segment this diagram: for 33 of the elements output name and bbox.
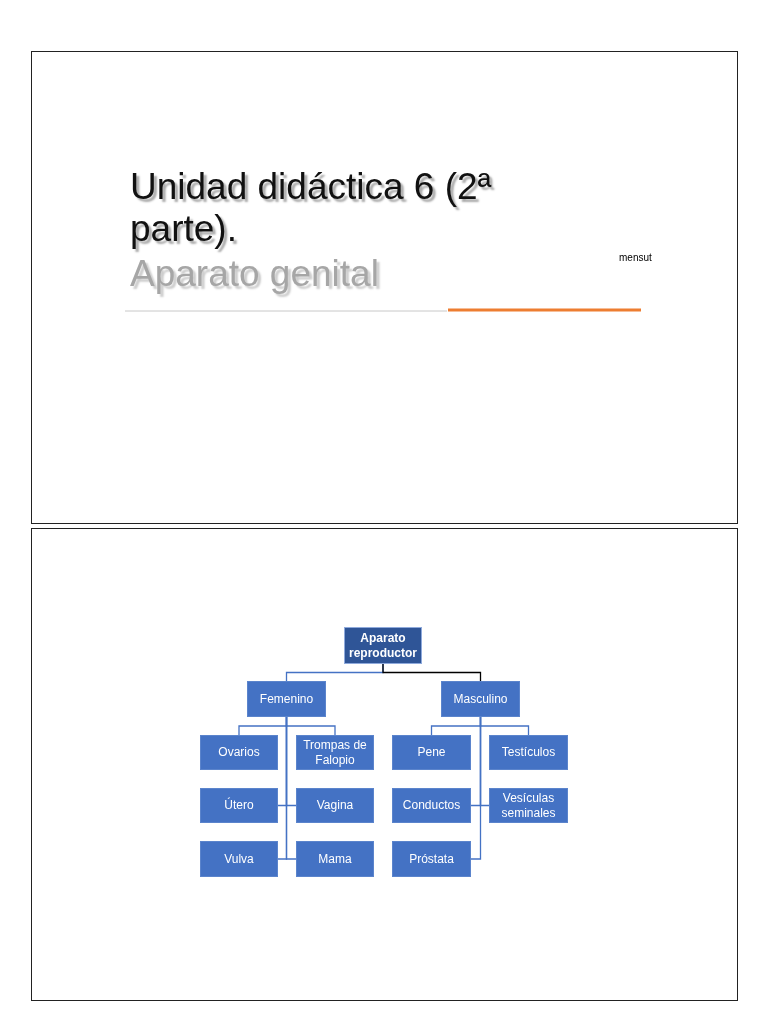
category-box (441, 681, 520, 717)
author-name: mensut (619, 252, 652, 264)
box-label: Útero (224, 798, 254, 813)
category-box (392, 735, 471, 770)
box-label: Vesículas seminales (500, 791, 557, 820)
category-box (489, 788, 568, 823)
box-label: Mama (318, 851, 352, 867)
box-label: Trompas de Falopio (302, 738, 368, 767)
connector-line (285, 716, 297, 860)
box-label: Aparato reproductor (348, 631, 418, 660)
box-label: Ovarios (218, 745, 260, 760)
box-label: Conductos (402, 798, 461, 813)
category-box (392, 841, 471, 877)
category-box (489, 735, 568, 770)
box-label: Pene (417, 745, 446, 760)
category-box (247, 681, 326, 717)
box-label: Masculino (453, 691, 508, 707)
slide-title: Unidad didáctica 6 (2ª parte). (130, 166, 493, 250)
slide-subtitle: Aparato genital (130, 252, 379, 296)
box-label: Vulva (224, 851, 254, 867)
category-box (200, 788, 278, 823)
box-label: Vagina (316, 798, 354, 813)
category-box (392, 788, 471, 823)
connector-line (382, 663, 482, 682)
box-label: Testículos (501, 745, 556, 760)
box-label: Femenino (259, 691, 314, 707)
category-box (200, 735, 278, 770)
category-box (296, 841, 374, 877)
box-label: Próstata (409, 851, 454, 867)
category-box (296, 735, 374, 770)
connector-line (470, 716, 482, 860)
category-box (296, 788, 374, 823)
category-box (200, 841, 278, 877)
